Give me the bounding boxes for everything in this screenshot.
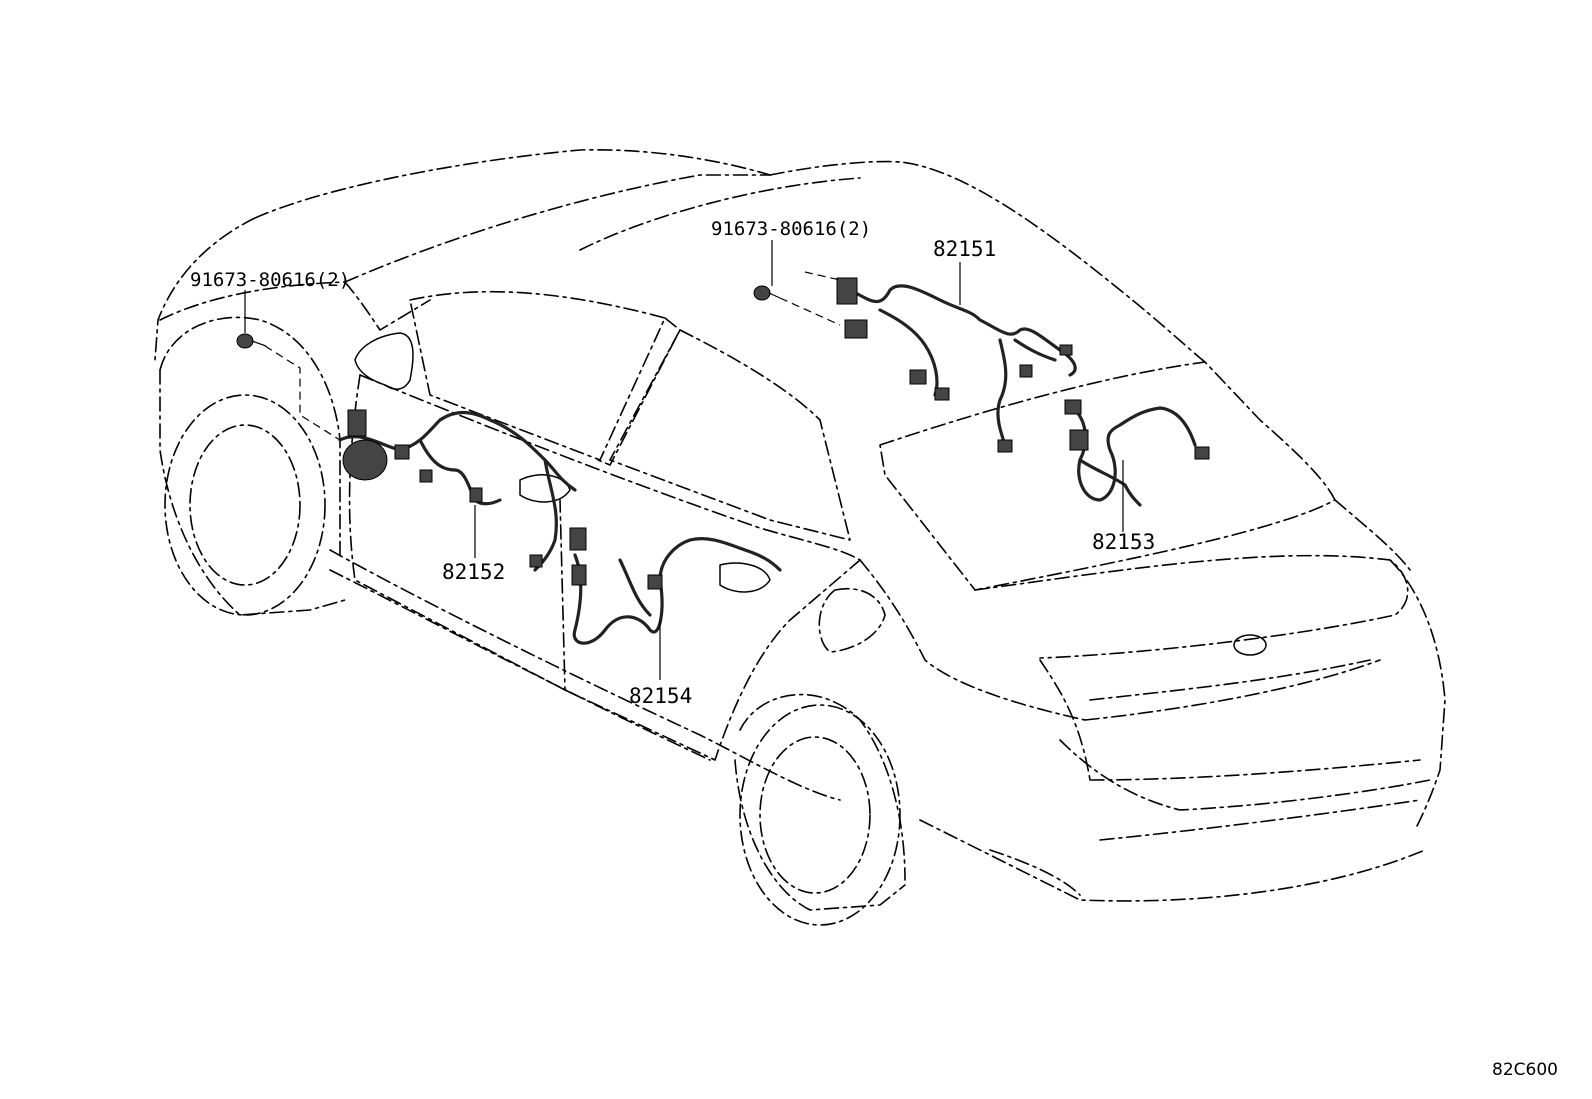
leader-lines (244, 240, 1124, 680)
callout-82154: 82154 (629, 684, 692, 708)
harness-82152 (338, 409, 577, 572)
callout-clip-right: 91673-80616(2) (711, 218, 871, 240)
harness-82151 (836, 277, 1077, 453)
car-body-outline (154, 148, 1446, 926)
harness-82153 (1064, 399, 1210, 507)
callout-82152: 82152 (442, 560, 505, 584)
clip-right-icon (753, 285, 781, 301)
harness-82154 (569, 527, 782, 645)
clip-left-icon (236, 333, 267, 349)
figure-code: 82C600 (1492, 1060, 1558, 1080)
callout-82151: 82151 (933, 237, 996, 261)
callout-clip-left: 91673-80616(2) (190, 269, 350, 291)
callout-82153: 82153 (1092, 530, 1155, 554)
